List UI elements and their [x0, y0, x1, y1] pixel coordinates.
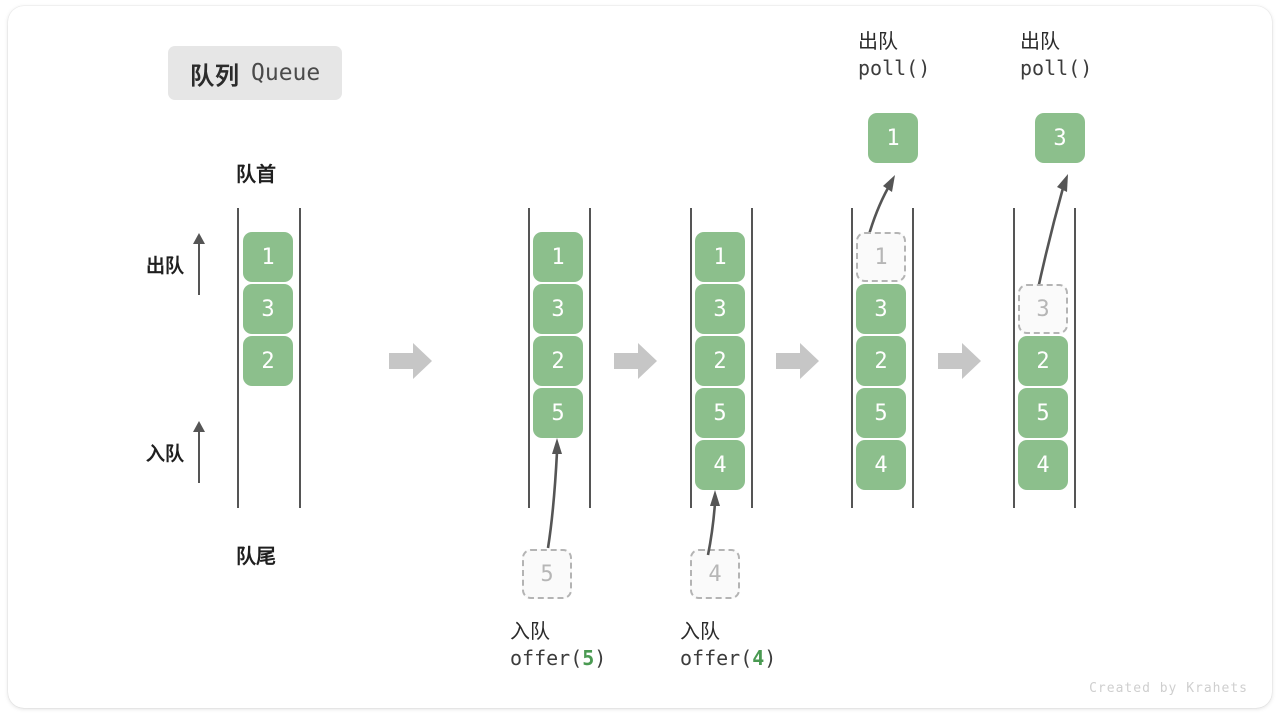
step-arrow-3-icon: [776, 343, 819, 379]
col2-rail-right: [589, 208, 591, 508]
col4-box-1: 3: [856, 284, 906, 334]
col2-box-3: 5: [533, 388, 583, 438]
col3-box-1: 3: [695, 284, 745, 334]
col3-incoming-ghost-box: 4: [690, 549, 740, 599]
col4-popped-box: 1: [868, 113, 918, 163]
diagram-title-en: Queue: [251, 60, 321, 86]
col3-box-3: 5: [695, 388, 745, 438]
dequeue-direction-label: 出队: [146, 233, 206, 295]
col1-rail-right: [299, 208, 301, 508]
col5-caption-cn: 出队: [1020, 31, 1060, 53]
col4-caption-code: poll(): [858, 55, 931, 80]
col5-box-2: 2: [1018, 336, 1068, 386]
diagram-title-cn: 队列: [190, 62, 240, 90]
col4-rail-right: [912, 208, 914, 508]
enqueue-up-arrow-icon: [193, 421, 206, 483]
col5-rail-left: [1013, 208, 1015, 508]
col5-rail-right: [1074, 208, 1076, 508]
col2-caption-cn: 入队: [510, 621, 550, 643]
col3-rail-left: [690, 208, 692, 508]
col4-box-0-ghost: 1: [856, 232, 906, 282]
col1-box-2: 2: [243, 336, 293, 386]
col1-rail-left: [237, 208, 239, 508]
col4-caption: 出队 poll(): [858, 30, 930, 81]
credit-text: Created by Krahets: [1089, 681, 1248, 696]
dequeue-up-arrow-icon: [193, 233, 206, 295]
diagram-title-chip: 队列 Queue: [168, 46, 343, 100]
col2-incoming-ghost-box: 5: [522, 549, 572, 599]
enqueue-direction-text: 入队: [146, 443, 185, 465]
col3-caption-cn: 入队: [680, 621, 720, 643]
col1-box-1: 3: [243, 284, 293, 334]
col5-caption: 出队 poll(): [1020, 30, 1092, 81]
col3-box-2: 2: [695, 336, 745, 386]
step-arrow-1-icon: [389, 343, 432, 379]
col4-box-2: 2: [856, 336, 906, 386]
col5-box-1-ghost: 3: [1018, 284, 1068, 334]
col3-enqueue-arrow-icon: [706, 490, 720, 556]
dequeue-direction-text: 出队: [146, 255, 185, 277]
queue-tail-label: 队尾: [236, 546, 276, 568]
col4-box-4: 4: [856, 440, 906, 490]
col2-box-1: 3: [533, 284, 583, 334]
col4-rail-left: [851, 208, 853, 508]
col4-caption-cn: 出队: [858, 31, 898, 53]
col5-box-3: 5: [1018, 388, 1068, 438]
col5-caption-code: poll(): [1020, 55, 1093, 80]
enqueue-direction-label: 入队: [146, 421, 206, 483]
col2-enqueue-arrow-icon: [546, 438, 562, 549]
step-arrow-4-icon: [938, 343, 981, 379]
col4-box-3: 5: [856, 388, 906, 438]
col2-box-2: 2: [533, 336, 583, 386]
col3-caption: 入队 offer(4): [680, 620, 776, 671]
col1-box-0: 1: [243, 232, 293, 282]
col3-caption-code: offer(4): [680, 645, 777, 670]
queue-head-label: 队首: [236, 164, 276, 186]
step-arrow-2-icon: [614, 343, 657, 379]
col3-rail-right: [751, 208, 753, 508]
col2-caption: 入队 offer(5): [510, 620, 606, 671]
col5-box-4: 4: [1018, 440, 1068, 490]
col5-popped-box: 3: [1035, 113, 1085, 163]
col2-caption-code: offer(5): [510, 645, 607, 670]
col2-box-0: 1: [533, 232, 583, 282]
col2-rail-left: [528, 208, 530, 508]
col3-box-0: 1: [695, 232, 745, 282]
col3-box-4: 4: [695, 440, 745, 490]
